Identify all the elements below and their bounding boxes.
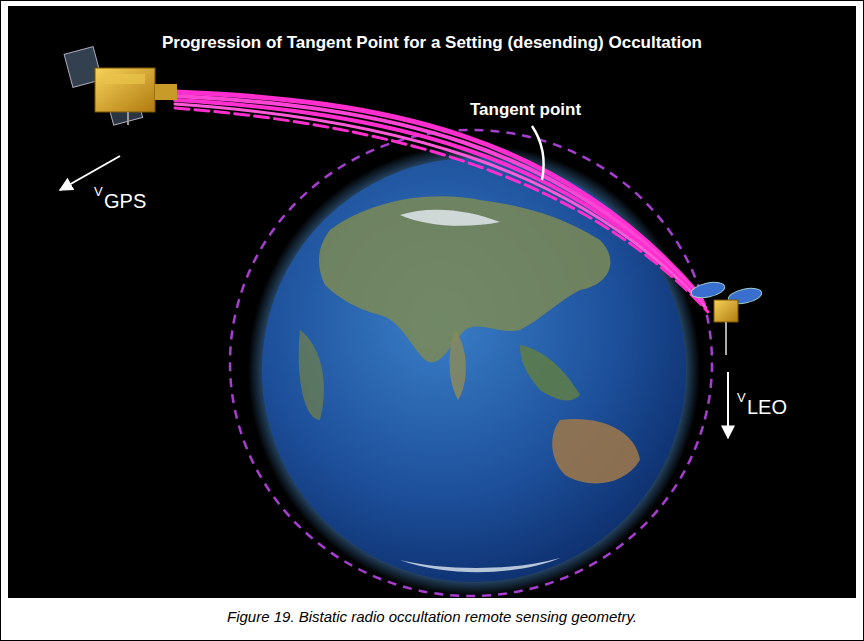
figure-title: Progression of Tangent Point for a Setti… xyxy=(0,33,864,53)
gps-velocity-label: GPS xyxy=(104,190,146,213)
velocity-symbol: V xyxy=(737,390,746,405)
leo-velocity-label: LEO xyxy=(747,396,787,419)
velocity-symbol: V xyxy=(94,184,103,199)
figure-caption: Figure 19. Bistatic radio occultation re… xyxy=(0,608,864,625)
tangent-point-label: Tangent point xyxy=(470,100,581,120)
